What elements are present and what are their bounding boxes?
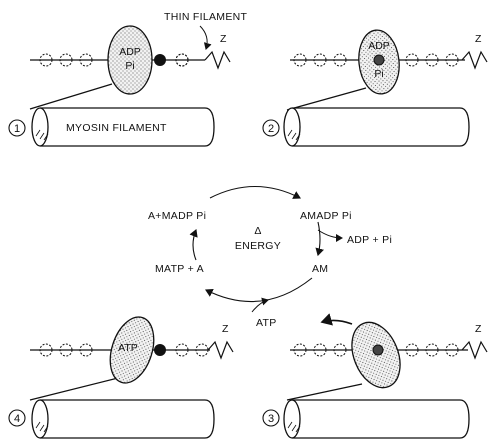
myosin-neck [29,83,113,110]
panel-2: ADP Pi Z 2 [262,29,488,147]
thin-filament-arrow [199,25,212,50]
z-label: Z [220,33,227,45]
actin-monomers [293,343,459,357]
panel-number-circle [262,409,280,427]
myosin-filament [31,107,215,147]
cycle-arrow-right [315,221,324,257]
panel-number: 3 [268,413,274,425]
head-label-top: ADP [368,40,390,52]
panel-number: 4 [14,413,20,425]
cycle-state-top-right: AMADP Pi [300,210,352,222]
atp-binding-arrow [251,297,269,313]
myosin-filament-label: MYOSIN FILAMENT [66,122,167,134]
actin-monomers [39,53,189,67]
sliding-direction-arrow [320,313,353,326]
myosin-filament [31,399,215,439]
actin-monomers [293,53,459,67]
cycle-arrow-bottom [205,277,313,302]
binding-site [154,54,166,66]
head-label-top: ADP [119,46,141,58]
myosin-neck [286,87,367,111]
head-label-bottom: Pi [374,68,383,80]
cycle-released-products: ADP + Pi [347,234,392,246]
z-label: Z [222,323,229,335]
adp-release-arrow [317,229,343,242]
cycle-state-left: MATP + A [155,263,204,275]
binding-site [372,344,384,356]
z-label: Z [475,323,482,335]
panel-number: 1 [14,123,20,135]
panel-3: Z 3 [262,313,488,439]
panel-number: 2 [268,123,274,135]
myosin-filament [283,107,470,147]
z-line [461,50,488,70]
cycle-input-atp: ATP [256,317,277,329]
myosin-neck [29,377,119,401]
cycle-arrow-top [209,185,301,199]
myosin-filament [283,399,470,439]
head-label-top: ATP [118,342,138,354]
cycle-arrow-left [189,228,198,261]
head-label-bottom: Pi [125,60,134,72]
cross-bridge-cycle: A+MADP Pi AMADP Pi ADP + Pi AM MATP + A … [148,185,392,329]
myosin-head [109,316,155,384]
myosin-head [107,25,153,95]
energy-delta-symbol: Δ [254,225,261,237]
z-line [461,340,488,360]
cycle-state-top-left: A+MADP Pi [148,210,206,222]
binding-site [154,344,166,356]
z-line [204,50,231,70]
panel-4: ATP Z 4 [8,316,234,439]
binding-site [373,54,385,66]
panel-1: ADP Pi MYOSIN FILAMENT THIN FILAMENT Z 1 [8,11,248,147]
panel-number-circle [8,119,26,137]
cycle-state-right: AM [312,263,328,275]
myosin-neck [286,383,363,401]
panel-number-circle [8,409,26,427]
z-label: Z [475,33,482,45]
panel-number-circle [262,119,280,137]
z-line [207,340,234,360]
energy-label: ENERGY [235,240,281,252]
thin-filament-label: THIN FILAMENT [164,11,248,23]
